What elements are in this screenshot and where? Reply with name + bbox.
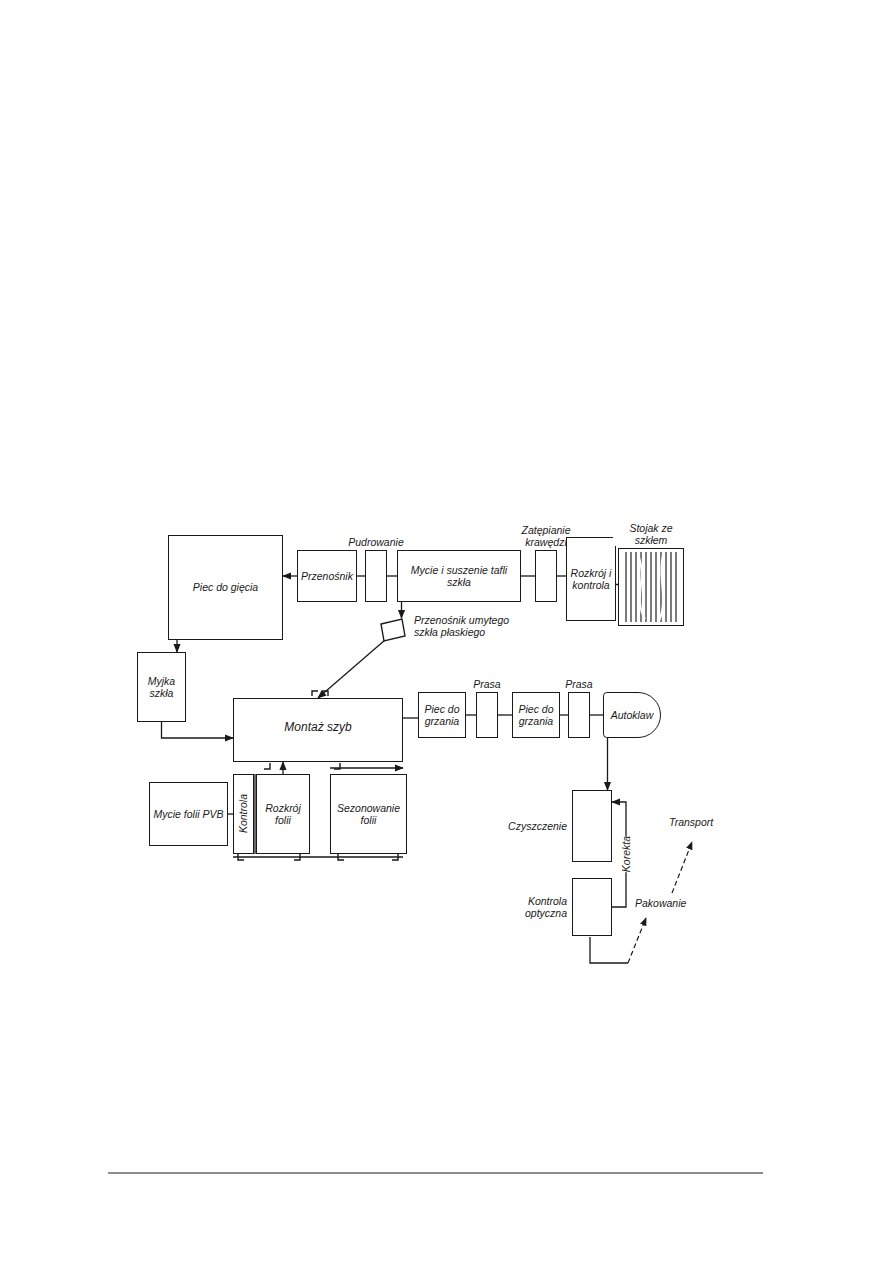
flow-connector — [590, 714, 603, 715]
flow-connector — [176, 640, 177, 652]
note-label: Pakowanie — [634, 897, 687, 909]
washer-box: Myjka szkła — [137, 652, 186, 722]
conveyor-outline — [381, 619, 405, 641]
node-text: Mycie i suszenie tafli szkła — [398, 564, 520, 588]
node-text: Kontrola — [236, 794, 250, 833]
foil-seasoning-box: Sezonowanie folii — [330, 774, 407, 854]
flow-connector — [162, 722, 234, 738]
connector-label: Korekta — [619, 836, 633, 872]
node-text: Rozkrój i kontrola — [567, 567, 615, 591]
node-text: Autoklaw — [610, 709, 655, 721]
flow-connector — [607, 738, 608, 790]
press-box: Prasa — [476, 692, 498, 738]
flow-connector — [403, 717, 418, 718]
node-text: Prasa — [559, 678, 599, 690]
flow-connector — [282, 762, 283, 774]
foil-washing-box: Mycie folii PVB — [149, 782, 228, 846]
conveyor-box: Przenośnik — [297, 550, 357, 602]
node-text: Montaż szyb — [283, 721, 352, 735]
node-text: Przenośnik — [300, 570, 354, 582]
node-text: Piec do gięcia — [192, 581, 259, 593]
powdering-box: Pudrowanie — [365, 550, 387, 602]
flow-connector — [498, 714, 512, 715]
node-text: Prasa — [467, 678, 507, 690]
flow-connector — [560, 714, 568, 715]
edge-grinding-box: Zatępianie krawędzi — [535, 550, 557, 602]
node-text: Myjka szkła — [138, 675, 185, 699]
autoclave-box: Autoklaw — [603, 692, 661, 738]
glass-rack: Stojak ze szkłem — [618, 548, 684, 626]
flow-connector — [521, 575, 535, 576]
furnace-box: Piec do gięcia — [168, 535, 283, 640]
flow-connector — [283, 575, 297, 576]
transport-arrow — [672, 842, 692, 893]
node-text: Piec do grzania — [419, 703, 465, 727]
flow-connector — [318, 640, 385, 698]
cutting-box: Rozkrój i kontrola — [566, 537, 616, 621]
glass-hatching — [622, 552, 680, 622]
output-line — [590, 937, 628, 963]
cleaning-box: Czyszczenie — [572, 790, 612, 862]
conveyor-symbol: Przenośnik umytego szkła płaskiego — [380, 618, 406, 642]
flow-connector — [466, 714, 476, 715]
press-box: Prasa — [568, 692, 590, 738]
node-text: Rozkrój folii — [257, 802, 309, 826]
node-text: Sezonowanie folii — [331, 802, 406, 826]
node-text: Stojak ze szkłem — [613, 522, 689, 546]
note-label: Transport — [668, 816, 714, 828]
optical-control-box: Kontrola optyczna — [572, 878, 612, 936]
glass-hatching — [619, 549, 683, 625]
heating-box: Piec do grzania — [418, 692, 466, 738]
heating-box: Piec do grzania — [512, 692, 560, 738]
flow-connector — [387, 575, 397, 576]
node-text: Piec do grzania — [513, 703, 559, 727]
foil-cutting-box: Rozkrój folii — [256, 774, 310, 854]
flow-connector — [357, 575, 365, 576]
node-text: Przenośnik umytego szkła płaskiego — [414, 614, 534, 638]
node-text: Czyszczenie — [497, 820, 567, 832]
flow-connector — [330, 767, 403, 768]
node-text: Pudrowanie — [344, 536, 408, 548]
control-box: Kontrola — [233, 774, 254, 854]
assembly-box: Montaż szyb — [233, 698, 403, 762]
conveyor-outline — [380, 618, 406, 642]
node-text: Mycie folii PVB — [152, 808, 224, 820]
glass-hatching — [639, 555, 663, 621]
footer-rule — [108, 1173, 763, 1174]
packing-arrow — [628, 918, 646, 963]
flow-connector — [401, 602, 402, 618]
flow-connector — [557, 575, 566, 576]
node-text: Kontrola optyczna — [507, 895, 567, 919]
washing-box: Mycie i suszenie tafli szkła — [397, 550, 521, 602]
